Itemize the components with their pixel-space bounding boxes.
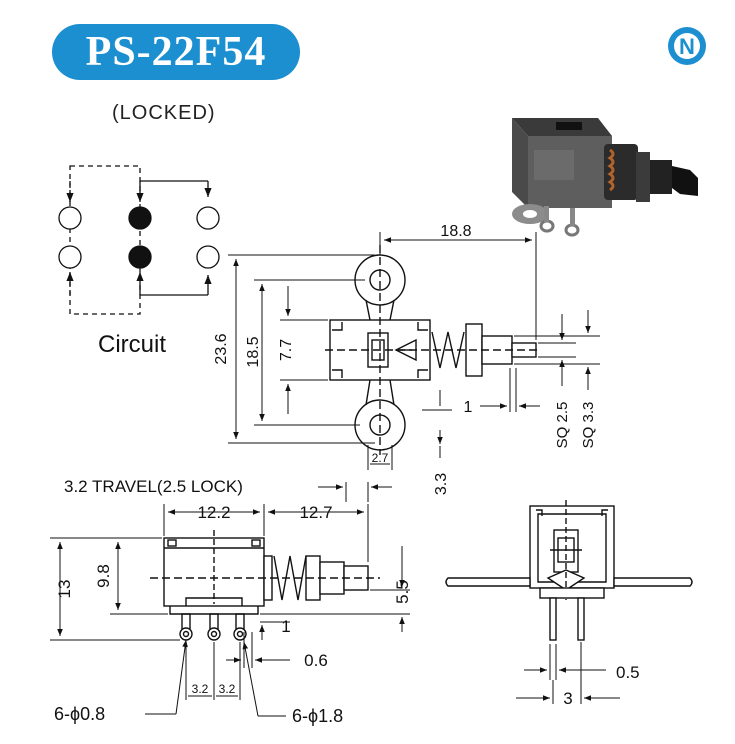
top-view-dimensions (228, 232, 600, 470)
dim-travel: 3.2 TRAVEL(2.5 LOCK) (64, 477, 243, 496)
side-view (150, 530, 380, 641)
dim-eyelet: 2.7 (372, 451, 389, 465)
dim-total-height: 23.6 (213, 333, 230, 364)
model-title-badge: PS-22F54 (52, 24, 300, 80)
dim-side-body-width: 12.2 (197, 503, 230, 522)
contact-open (58, 245, 82, 269)
dim-body-height: 7.7 (278, 339, 295, 361)
end-mount-right (613, 577, 693, 587)
contact-open (58, 206, 82, 230)
dim-side-pin-height: 5.5 (393, 580, 412, 604)
dim-end-pin-spacing: 3 (563, 689, 572, 708)
circuit-diagram (58, 165, 220, 315)
callout-hole: 6-ϕ0.8 (54, 704, 105, 724)
contact-open (196, 206, 220, 230)
dim-side-body-height: 9.8 (94, 564, 113, 588)
dim-side-overall-height: 13 (55, 580, 74, 599)
top-view (325, 245, 540, 455)
product-photo (512, 118, 698, 237)
dim-overall-length: 18.8 (440, 223, 471, 240)
dim-side-pin-step: 1 (281, 617, 290, 636)
dim-side-pin-thickness: 0.6 (304, 651, 328, 670)
callout-pad: 6-ϕ1.8 (292, 706, 343, 726)
circuit-label: Circuit (98, 331, 166, 358)
circuit-dashed-frame (69, 165, 141, 315)
dim-mount-pitch: 18.5 (245, 336, 262, 367)
spring (431, 331, 465, 369)
end-view-dimensions (516, 642, 620, 704)
dim-pin-pitch-b: 3.2 (219, 682, 236, 696)
svg-text:N: N (679, 34, 695, 59)
dim-square-small: SQ 2.5 (554, 402, 571, 449)
dim-end-pin-width: 0.5 (616, 663, 640, 682)
brand-logo-icon: N (668, 27, 706, 65)
pin-eyelet (233, 627, 247, 641)
locked-subtitle: (LOCKED) (112, 102, 216, 124)
pin-eyelet (179, 627, 193, 641)
dim-square-large: SQ 3.3 (580, 402, 597, 449)
end-view (445, 500, 693, 641)
contact-closed (128, 245, 152, 269)
side-view-dimensions (50, 482, 410, 717)
pin-eyelet (207, 627, 221, 641)
dim-plunger-step: 1 (464, 399, 473, 416)
contact-closed (128, 206, 152, 230)
end-mount-left (445, 577, 531, 587)
dim-pin-pitch-a: 3.2 (192, 682, 209, 696)
side-spring (273, 555, 307, 601)
dim-offset: 3.3 (433, 473, 450, 495)
contact-open (196, 245, 220, 269)
dim-side-plunger-length: 12.7 (299, 503, 332, 522)
model-title: PS-22F54 (85, 29, 267, 75)
